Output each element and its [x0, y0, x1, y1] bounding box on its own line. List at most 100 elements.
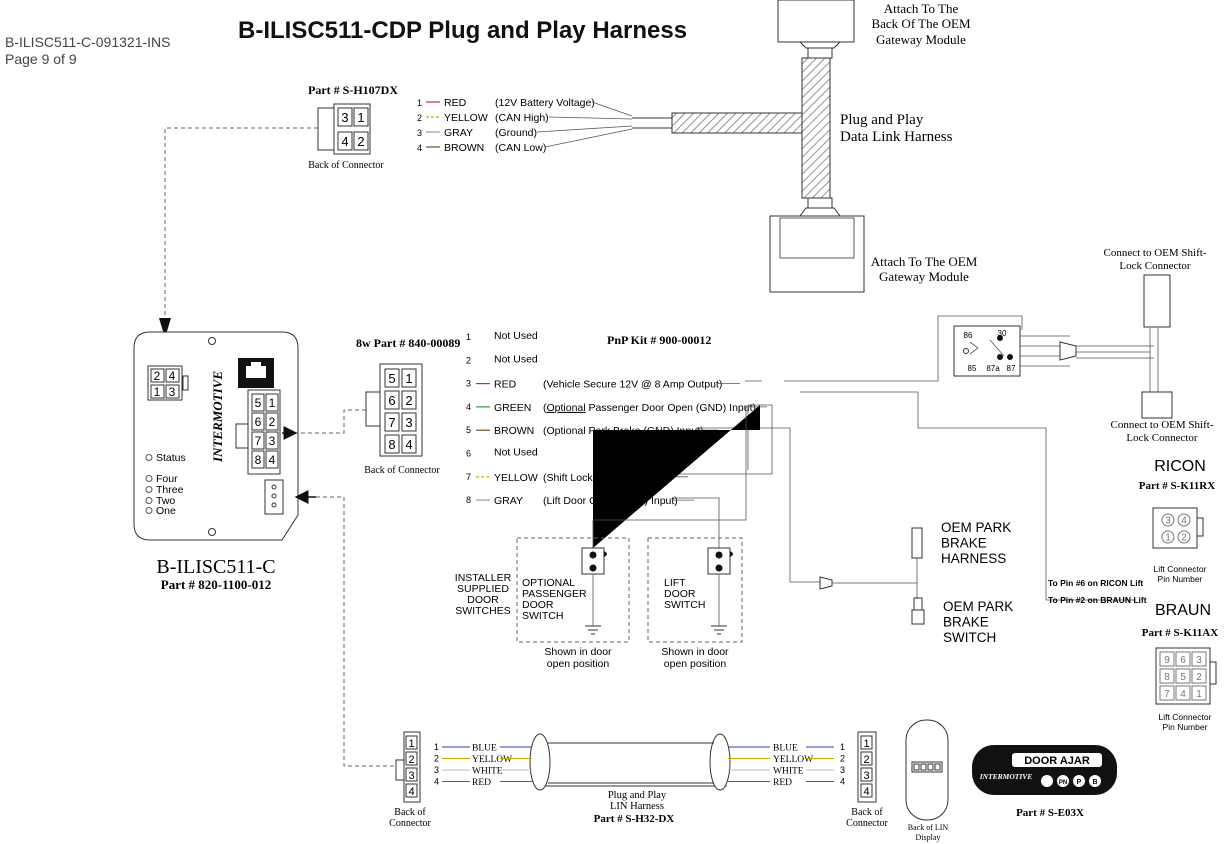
wire-number: 4	[417, 143, 422, 153]
sw-installer-line: SUPPLIED	[457, 583, 509, 595]
data-link-label-2: Data Link Harness	[840, 129, 953, 145]
braun-caption-2: Pin Number	[1163, 722, 1208, 732]
wire-color: YELLOW	[494, 472, 538, 484]
sw-passenger-line: PASSENGER	[522, 588, 587, 600]
module-brand-logo: INTERMOTIVE	[210, 371, 225, 463]
park-harness-line: BRAKE	[941, 536, 987, 551]
ricon-pin	[1177, 530, 1191, 544]
wire-number: 4	[840, 777, 845, 787]
module-pin-label: 6	[255, 415, 262, 429]
lin-pin-cell	[860, 735, 873, 750]
braun-pin-label: 3	[1196, 655, 1202, 666]
c8w-pin-cell	[384, 368, 400, 388]
module-small-pin: 3	[169, 385, 176, 399]
c8w-pin-cell	[384, 390, 400, 410]
led-indicator	[145, 497, 153, 504]
note-b-2: open position	[664, 658, 727, 670]
c8w-pin-label: 4	[405, 437, 412, 452]
module-pin-cell	[265, 450, 279, 469]
doc-id: B-ILISC511-C-091321-INS	[5, 34, 170, 50]
c8w-pin-label: 8	[388, 437, 395, 452]
ricon-pin	[1177, 513, 1191, 527]
c8w-pin-label: 3	[405, 415, 412, 430]
sw-lift-line: LIFT	[664, 577, 686, 589]
wire-color: GRAY	[444, 127, 473, 139]
display-caption-2: Display	[916, 833, 941, 842]
wire-number: 1	[434, 742, 439, 752]
braun-pin	[1175, 685, 1191, 701]
door-ajar-part: Part # S-E03X	[1016, 807, 1084, 819]
lin-pin-label: 4	[863, 786, 869, 798]
braun-pin-label: 6	[1180, 655, 1186, 666]
door-ajar-display: DOOR AJAR INTERMOTIVE PN P B Part # S-E0…	[972, 745, 1117, 819]
lin-port	[264, 479, 284, 515]
wire-color: BROWN	[494, 425, 534, 437]
braun-title: BRAUN	[1155, 602, 1211, 619]
sw-passenger-line: OPTIONAL	[522, 577, 575, 589]
sw-lift-line: DOOR	[664, 588, 696, 600]
braun-pin	[1191, 668, 1207, 684]
c8w-part: 8w Part # 840-00089	[356, 336, 460, 350]
braun-pin-label: 1	[1196, 689, 1202, 700]
wire-number: 8	[466, 495, 471, 505]
braun-pin	[1175, 651, 1191, 667]
wire-lead	[536, 125, 633, 133]
shift-lock-bottom-1: Connect to OEM Shift-	[1111, 419, 1214, 431]
wire-number: 2	[466, 355, 471, 365]
braun-pin	[1159, 685, 1175, 701]
c8w-pin-cell	[401, 434, 417, 454]
led-label: One	[156, 505, 176, 517]
braun-pin	[1159, 668, 1175, 684]
page-number: Page 9 of 9	[5, 51, 77, 67]
note-a-2: open position	[547, 658, 610, 670]
module-pin-label: 7	[255, 434, 262, 448]
lin-pin-label: 3	[863, 770, 869, 782]
lin-right-caption-2: Connector	[846, 818, 888, 829]
h107-caption: Back of Connector	[308, 160, 384, 171]
park-switch-line: OEM PARK	[943, 599, 1013, 614]
to-ricon-label: To Pin #6 on RICON Lift	[1048, 578, 1143, 588]
ricon-pin-label: 2	[1181, 533, 1187, 544]
c8w-caption: Back of Connector	[364, 465, 440, 476]
wire-number: 2	[417, 113, 422, 123]
lin-pin-cell	[405, 783, 418, 798]
braun-pin-label: 2	[1196, 672, 1202, 683]
door-ajar-brand: INTERMOTIVE	[979, 772, 1033, 781]
module-pin-label: 2	[269, 415, 276, 429]
sw-installer-line: DOOR	[467, 594, 499, 606]
module-pin-cell	[265, 393, 279, 412]
relay-pin: 87	[1007, 364, 1016, 373]
led-label: Status	[156, 452, 186, 464]
c8w-pin-label: 2	[405, 393, 412, 408]
braun-caption-1: Lift Connector	[1159, 712, 1212, 722]
relay-pin: 86	[964, 331, 973, 340]
module-pin-cell	[265, 431, 279, 450]
lift-connectors: To Pin #6 on RICON Lift To Pin #2 on BRA…	[1048, 458, 1218, 732]
button-pn: PN	[1059, 780, 1067, 786]
sw-installer-line: SWITCHES	[455, 605, 510, 617]
h107-pin: 1	[357, 110, 364, 125]
c8w-pin-cell	[401, 390, 417, 410]
led-indicator	[145, 475, 153, 482]
module-pin-cell	[251, 431, 265, 450]
c8w-pin-label: 6	[388, 393, 395, 408]
module-pin-label: 3	[269, 434, 276, 448]
wire-color: Not Used	[494, 447, 538, 459]
c8w-pin-label: 5	[388, 371, 395, 386]
led-indicator	[145, 486, 153, 493]
module-pin-cell	[265, 412, 279, 431]
c8w-pin-label: 7	[388, 415, 395, 430]
button-b: B	[1092, 779, 1097, 786]
gateway-top-label-3: Gateway Module	[876, 32, 966, 47]
shift-lock-bottom-2: Lock Connector	[1126, 432, 1198, 444]
gateway-top-label-1: Attach To The	[884, 1, 959, 16]
braun-pin	[1159, 651, 1175, 667]
sw-passenger-line: SWITCH	[522, 610, 563, 622]
wire-number: 5	[466, 425, 471, 435]
braun-pin-label: 4	[1180, 689, 1186, 700]
wire-color: WHITE	[773, 767, 804, 777]
